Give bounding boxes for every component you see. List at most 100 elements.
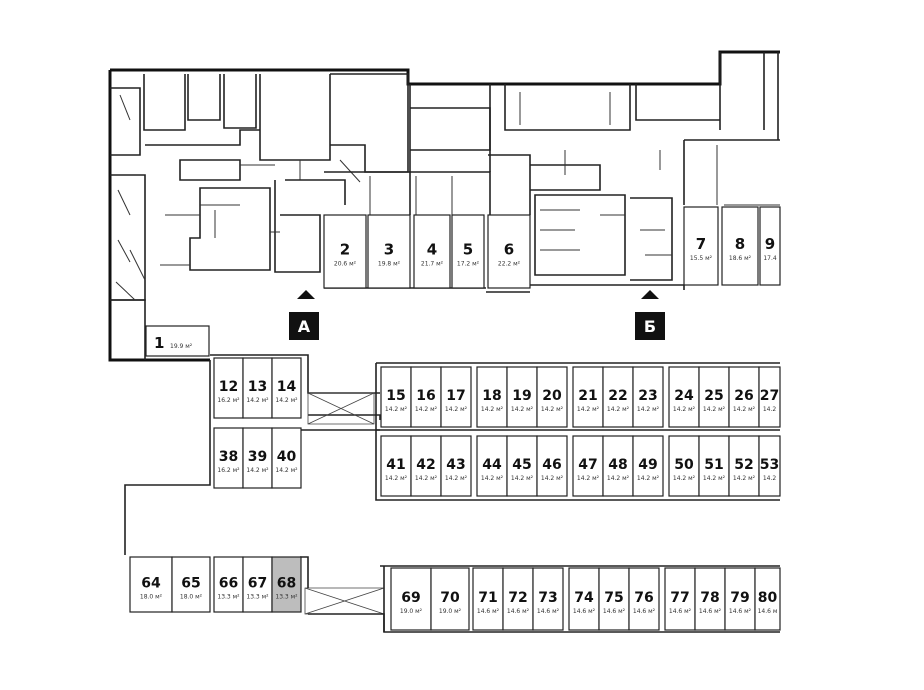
unit-number: 20 [542, 388, 562, 404]
unit-area: 14.6 м² [537, 608, 560, 615]
unit-area: 16.2 м² [217, 397, 240, 404]
storage-unit-4[interactable]: 421.7 м² [413, 214, 451, 289]
unit-box [213, 427, 244, 489]
unit-area: 15.5 м² [690, 255, 713, 262]
unit-area: 16.2 м² [217, 467, 240, 474]
storage-unit-52[interactable]: 52 14.2 м² [728, 435, 760, 497]
unit-area: 14.2 м² [385, 475, 408, 482]
unit-number: 4 [427, 241, 437, 259]
unit-box [721, 206, 759, 286]
unit-number: 52 [734, 457, 753, 473]
unit-box [754, 567, 781, 631]
storage-unit-12[interactable]: 12 16.2 м² [213, 357, 244, 419]
unit-box [476, 435, 508, 497]
unit-area: 19.9 м² [170, 343, 193, 350]
storage-unit-6[interactable]: 622.2 м² [487, 214, 531, 289]
unit-box [568, 567, 600, 631]
unit-number: 9 [765, 235, 775, 253]
unit-box [271, 357, 302, 419]
unit-box [506, 435, 538, 497]
unit-area: 14.2 м² [481, 406, 504, 413]
unit-area: 14.2 м² [637, 406, 660, 413]
storage-unit-8[interactable]: 818.6 м² [721, 206, 759, 286]
storage-unit-2[interactable]: 220.6 м² [323, 214, 367, 289]
storage-unit-7[interactable]: 7 15.5 м² [683, 206, 719, 286]
unit-area: 14.2 [763, 406, 777, 413]
unit-number: 50 [674, 457, 694, 473]
unit-area: 14.2 м² [415, 475, 438, 482]
unit-number: 26 [734, 388, 753, 404]
unit-number: 25 [704, 388, 723, 404]
unit-box [213, 556, 244, 613]
unit-number: 80 [758, 590, 778, 606]
storage-unit-42[interactable]: 42 14.2 м² [410, 435, 442, 497]
unit-box [242, 556, 273, 613]
unit-area: 14.2 м² [637, 475, 660, 482]
unit-area: 19.8 м² [378, 261, 401, 268]
storage-unit-9[interactable]: 917.4 [759, 206, 781, 286]
storage-unit-3[interactable]: 319.8 м² [367, 214, 411, 289]
unit-area: 13.3 м² [275, 594, 298, 601]
unit-number: 12 [219, 379, 238, 395]
unit-box [683, 206, 719, 286]
unit-area: 14.2 м² [703, 406, 726, 413]
storage-unit-5[interactable]: 517.2 м² [451, 214, 485, 289]
unit-area: 22.2 м² [498, 261, 521, 268]
entrance-b-label-box [635, 312, 665, 340]
unit-area: 14.2 м² [445, 406, 468, 413]
unit-number: 7 [696, 235, 706, 253]
unit-number: 44 [482, 457, 502, 473]
unit-number: 42 [416, 457, 435, 473]
unit-area: 14.6 м² [507, 608, 530, 615]
unit-area: 14.2 м² [733, 475, 756, 482]
entrance-a-label-box [289, 312, 319, 340]
storage-unit-25[interactable]: 25 14.2 м² [698, 366, 730, 428]
